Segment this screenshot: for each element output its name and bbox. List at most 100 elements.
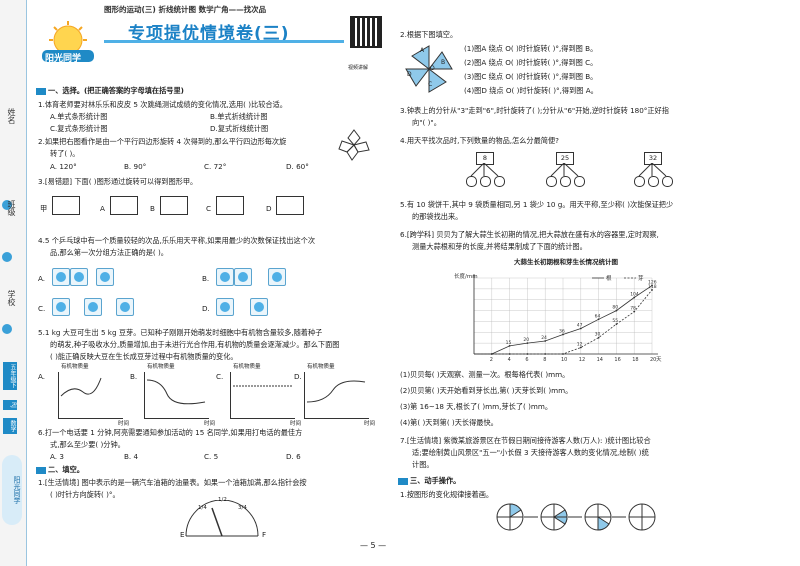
data-point (544, 340, 547, 342)
data-label: 64 (595, 313, 601, 319)
q4-stem-2: 品,那么第一次分组方法正确的是( )。 (50, 248, 168, 257)
q3-stem: 3.[易错题] 下面( )图形通过旋转可以得到图形甲。 (38, 177, 198, 186)
data-point (615, 309, 618, 312)
data-point (526, 353, 529, 355)
x-tick-label: 6 (525, 357, 528, 363)
gauge-mark-three-quarter: 3/4 (238, 505, 247, 511)
q4-option-a: A. (38, 274, 46, 283)
data-point (562, 353, 564, 355)
data-label: 36 (559, 328, 565, 334)
pinwheel-label-b: B (441, 59, 446, 66)
rq2-sub-2: (2)图A 绕点 O( )时针旋转( )°,得到图 C。 (464, 58, 598, 67)
data-point (597, 336, 600, 339)
q1-option-c: C.复式条形统计图 (50, 124, 108, 133)
q5-graph-a: 有机物质量时间 (58, 364, 129, 427)
fuel-gauge-icon (185, 500, 259, 537)
data-label: 104 (630, 292, 639, 298)
q7-stem-2: ( )时针方向旋转( )°。 (50, 490, 120, 499)
qr-code-icon[interactable] (350, 16, 382, 48)
rq2-sub-4: (4)图D 绕点 O( )时针旋转( )°,得到图 A。 (464, 86, 598, 95)
data-point (579, 327, 582, 330)
grade-tag: 五年级下 (3, 362, 17, 390)
q2-option-b: B. 90° (124, 162, 147, 171)
q2-option-a: A. 120° (50, 162, 77, 171)
x-tick-label: 16 (614, 357, 620, 363)
q5-graph-b: 有机物质量时间 (144, 364, 215, 427)
envelope-jia-icon (52, 196, 80, 215)
name-label: 姓名 (7, 108, 16, 124)
pinwheel-label-c: C (428, 81, 433, 88)
envelope-b-icon (160, 196, 188, 215)
q1-stem: 1.体育老师要对林乐乐和皮皮 5 次跳绳测试成绩的变化情况,选用( )比较合适。 (38, 100, 287, 109)
data-label: 12 (577, 341, 583, 347)
gauge-mark-half: 1/2 (218, 497, 227, 503)
q5-graph-c-label: C. (216, 372, 224, 381)
rq3-stem: 3.钟表上的分针从"3"走到"6",时针旋转了( );分针从"6"开始,逆时针旋… (400, 106, 669, 115)
rq6-sub-1: (1)贝贝每( )天观察、测量一次。根每格代表( )mm。 (400, 370, 570, 379)
q5-graph-c: 有机物质量时间 (230, 364, 301, 427)
class-label: 班级 (7, 200, 16, 216)
q3-label-jia: 甲 (40, 204, 48, 213)
x-tick-label: 10 (561, 357, 567, 363)
chart-title: 大蒜生长初期根和芽生长情况统计图 (514, 258, 618, 266)
rq4-stem: 4.用天平找次品时,下列数量的物品,怎么分最简便? (400, 136, 559, 145)
logo-text: 阳光同学 (45, 54, 82, 64)
page-number: — 5 — (360, 541, 387, 550)
sun-logo-icon (42, 21, 94, 62)
legend-label: 根 (606, 274, 612, 282)
q4-stem: 4.5 个乒乓球中有一个质量较轻的次品,乐乐用天平称,如果用最少的次数保证找出这… (38, 236, 316, 245)
data-label: 118 (648, 284, 657, 290)
gauge-mark-quarter: 1/4 (198, 505, 207, 511)
data-label: 30 (595, 332, 601, 338)
rq6-sub-2: (2)贝贝第( )天开始看到芽长出,第( )天芽长到( )mm。 (400, 386, 573, 395)
legend-label: 芽 (638, 274, 644, 282)
ball-group-icon (84, 298, 102, 316)
q6-option-a: A. 3 (50, 452, 64, 461)
pinwheel-label-o: O (430, 65, 435, 72)
gauge-label-f: F (262, 530, 267, 539)
data-point (651, 289, 653, 291)
pie-sequence-icon (496, 503, 656, 531)
ball-group-icon (234, 268, 252, 286)
pinwheel-label-a: A (420, 47, 425, 54)
binding-sidebar: 姓名 班级 学校 五年级下 RJ 数学 阳光同学 (0, 0, 27, 566)
rq6-sub-4: (4)第( )天到第( )天长得最快。 (400, 418, 498, 427)
q5-graph-b-label: B. (130, 372, 138, 381)
q2-stem-2: 转了( )。 (50, 149, 80, 158)
q1-option-b: B.单式折线统计图 (210, 112, 268, 121)
rq7-stem: 7.[生活情境] 紫微某旅游景区在节假日期间接待游客人数(万人): )统计图比较… (400, 436, 651, 445)
gauge-label-e: E (180, 530, 185, 539)
q7-stem: 1.[生活情境] 图中表示的是一辆汽车油箱的油量表。如果一个油箱加满,那么指针会… (38, 478, 307, 487)
q6-stem: 6.打一个电话要 1 分钟,阿亮需要通知参加活动的 15 名同学,如果用打电话的… (38, 428, 303, 437)
q1-option-d: D.复式折线统计图 (210, 124, 269, 133)
rq6-sub-3: (3)第 16~18 天,根长了( )mm,芽长了( )mm。 (400, 402, 553, 411)
pinwheel-icon (405, 45, 453, 93)
x-tick-label: 2 (490, 357, 493, 363)
data-point (562, 333, 564, 336)
data-point (651, 284, 653, 287)
section-operation-title: 三、动手操作。 (398, 476, 460, 486)
envelope-c-icon (216, 196, 244, 215)
q3-option-a: A (100, 204, 105, 213)
x-tick-label: 18 (632, 357, 638, 363)
envelope-a-icon (110, 196, 138, 215)
q2-option-c: C. 72° (204, 162, 227, 171)
rq5-stem: 5.有 10 袋饼干,其中 9 袋质量相同,另 1 袋少 10 g。用天平称,至… (400, 200, 674, 209)
data-label: 15 (506, 340, 512, 346)
x-axis-label: 天 (656, 356, 662, 363)
data-point (544, 353, 547, 355)
q5-graph-a-label: A. (38, 372, 46, 381)
ball-group-icon (96, 268, 114, 286)
x-tick-label: 8 (543, 357, 546, 363)
ball-group-icon (216, 298, 234, 316)
y-axis-label: 长度/mm (454, 272, 478, 280)
qr-caption: 视频讲解 (348, 65, 369, 71)
data-label: 47 (577, 322, 583, 328)
q4-option-c: C. (38, 304, 46, 313)
data-point (508, 344, 511, 347)
title-underline (104, 40, 344, 43)
rq7-stem-3: 计图。 (412, 460, 434, 469)
data-point (526, 342, 529, 345)
data-point (615, 323, 618, 326)
q6-stem-2: 式,那么至少要( )分钟。 (50, 440, 125, 449)
